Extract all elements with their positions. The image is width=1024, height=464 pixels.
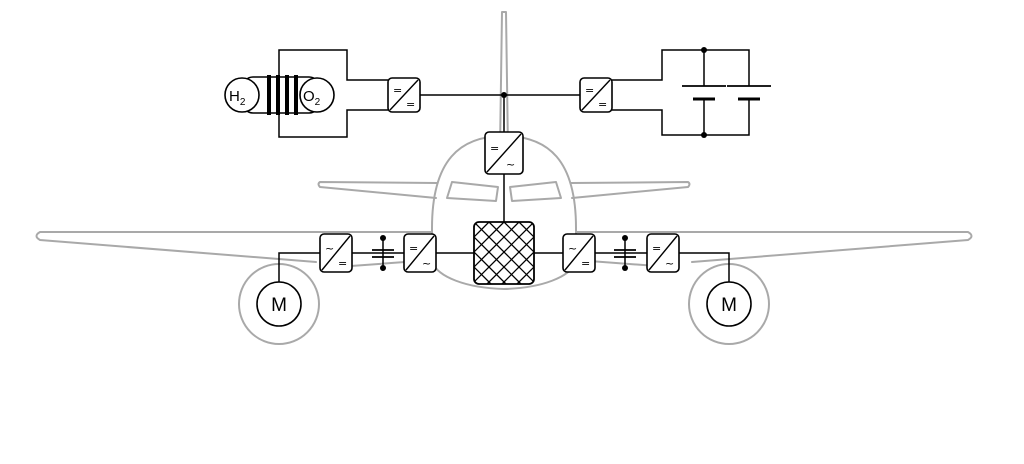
oxygen-port — [299, 77, 335, 113]
dc-symbol: = — [490, 142, 499, 155]
wing-left — [35, 231, 433, 263]
ac-symbol: ~ — [422, 257, 431, 270]
stabilizer-left — [317, 181, 438, 199]
junction-dots — [380, 47, 707, 271]
power-wiring — [278, 49, 750, 286]
stabilizer-right — [570, 181, 691, 199]
dc-symbol: = — [406, 98, 415, 111]
airframe-outline — [35, 11, 973, 345]
battery-bank — [682, 85, 771, 101]
tail-fin — [499, 11, 509, 151]
battery-2 — [727, 85, 771, 101]
ac-dc-converter-right: ~ = — [562, 233, 596, 273]
dc-symbol: = — [393, 84, 402, 97]
fuel-cell: H2 O2 — [224, 75, 335, 115]
dc-symbol: = — [598, 98, 607, 111]
dc-dc-converter-battery: = = — [579, 77, 613, 113]
ac-symbol: ~ — [665, 257, 674, 270]
fuselage — [431, 135, 577, 290]
dc-symbol: = — [409, 242, 418, 255]
fuel-cell-plate — [285, 75, 289, 115]
ac-symbol: ~ — [325, 242, 334, 255]
dc-symbol: = — [585, 84, 594, 97]
hydrogen-port — [224, 77, 260, 113]
wing-right — [575, 231, 973, 263]
dc-ac-converter-left: = ~ — [403, 233, 437, 273]
motor-left-label: M — [271, 295, 287, 316]
motor-right: M — [706, 281, 752, 327]
dc-dc-converter-fuel-cell: = = — [387, 77, 421, 113]
fuel-cell-plate — [294, 75, 298, 115]
dc-symbol: = — [581, 257, 590, 270]
ac-symbol: ~ — [568, 242, 577, 255]
fuel-cell-plate — [267, 75, 271, 115]
fuel-cell-plate — [276, 75, 280, 115]
cockpit-window-left — [446, 181, 499, 202]
motor-right-label: M — [721, 295, 737, 316]
hydrogen-label: H2 — [229, 88, 246, 108]
motor-left: M — [256, 281, 302, 327]
central-power-unit — [473, 221, 535, 285]
dc-symbol: = — [338, 257, 347, 270]
dc-link-capacitor-right — [614, 249, 636, 258]
dc-link-capacitor-left — [372, 249, 394, 258]
ac-dc-converter-left: ~ = — [319, 233, 353, 273]
oxygen-label: O2 — [303, 88, 321, 108]
dc-symbol: = — [652, 242, 661, 255]
cockpit-window-right — [509, 181, 562, 202]
ac-symbol: ~ — [506, 158, 515, 171]
dc-ac-converter-center: = ~ — [484, 131, 524, 175]
dc-ac-converter-right: = ~ — [646, 233, 680, 273]
battery-1 — [682, 85, 726, 101]
